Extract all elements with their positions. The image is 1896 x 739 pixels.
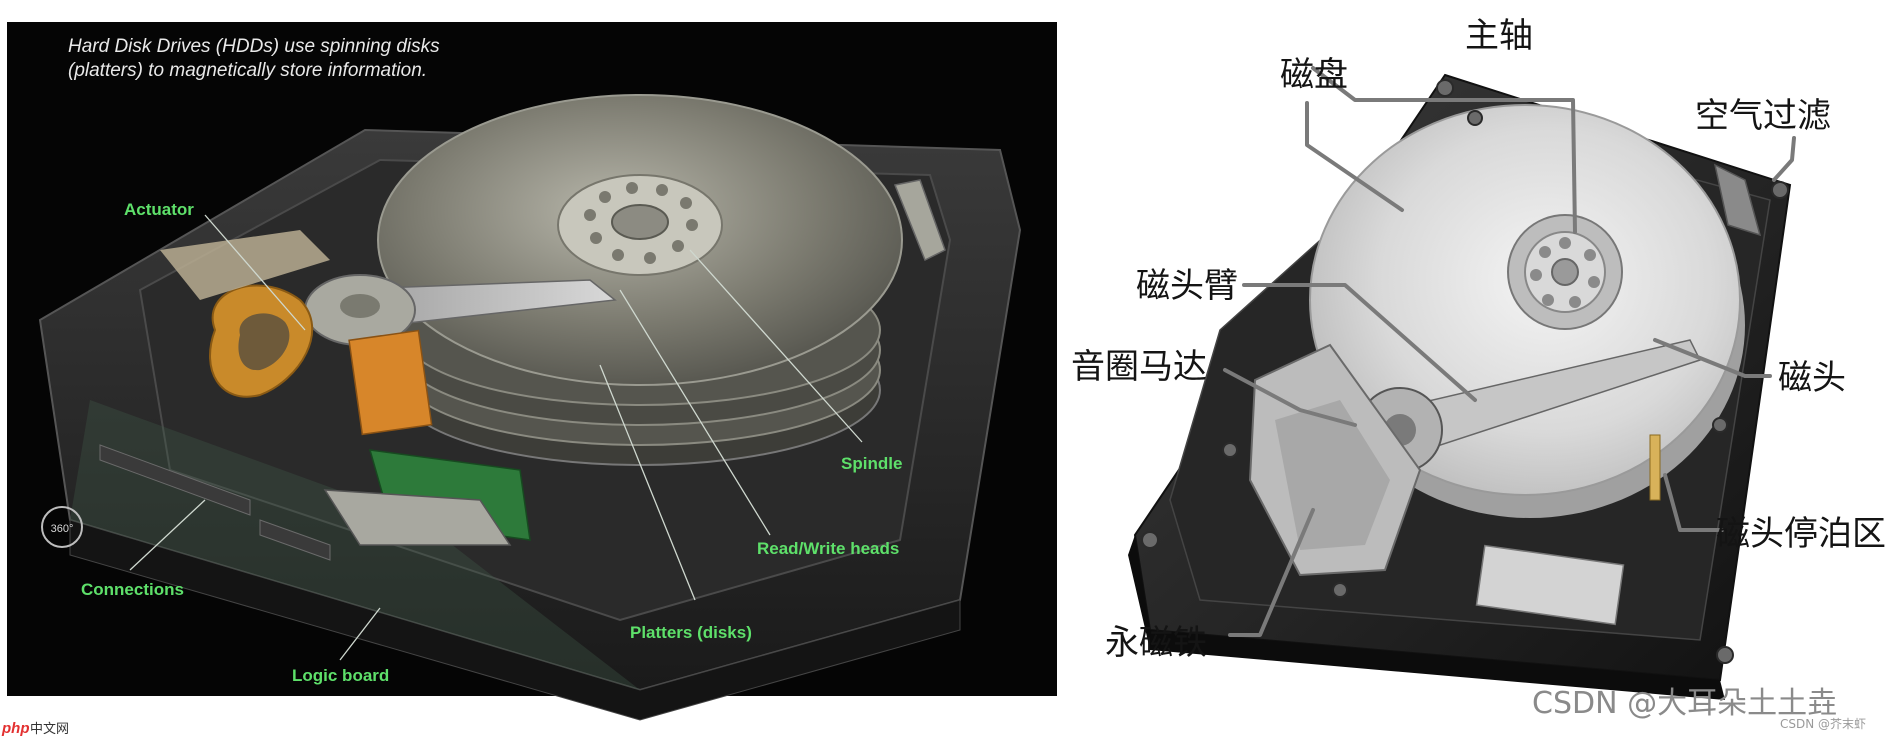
spindle-hub-right <box>1507 214 1623 330</box>
platter-stack <box>377 94 903 466</box>
left-leader-lines <box>129 214 863 661</box>
hdd-illustration-left: 360° <box>38 94 1022 721</box>
air-filter <box>1713 163 1762 237</box>
caption-line-2: (platters) to magnetically store informa… <box>68 60 427 81</box>
flex-cable <box>323 329 531 546</box>
spindle-hub <box>557 174 723 276</box>
label-head-arm-cn: 磁头臂 <box>1136 266 1238 306</box>
label-air-filter-cn: 空气过滤 <box>1695 96 1831 136</box>
drive-case-side <box>69 519 961 721</box>
label-platter-cn: 磁盘 <box>1280 55 1348 95</box>
label-head-cn: 磁头 <box>1778 358 1846 398</box>
parking-ramp <box>893 179 946 262</box>
rotate-360-icon[interactable]: 360° <box>41 506 83 548</box>
actuator-arm <box>304 274 617 346</box>
left-panel: 360° Hard Disk Drives (HDDs) use spinnin… <box>7 22 1057 721</box>
logo-text: 中文网 <box>30 722 69 737</box>
watermark-csdn-small: CSDN @芥末虾 <box>1780 717 1866 731</box>
label-connections: Connections <box>81 580 184 599</box>
parking-ramp-right <box>1649 434 1661 501</box>
connector-pins <box>99 444 331 561</box>
drive-case-edge <box>1128 535 1725 700</box>
watermark-csdn: CSDN @大耳朵土土垚 <box>1532 686 1837 721</box>
label-voice-coil-motor-cn: 音圈马达 <box>1071 347 1207 387</box>
label-spindle-cn: 主轴 <box>1465 16 1533 56</box>
rotate-360-label: 360° <box>51 523 74 535</box>
flex-connector <box>1475 544 1625 626</box>
hdd-illustration-right <box>1128 73 1792 700</box>
caption-line-1: Hard Disk Drives (HDDs) use spinning dis… <box>68 36 440 57</box>
right-leader-lines <box>1223 66 1796 637</box>
label-head-parking-zone-cn: 磁头停泊区 <box>1716 514 1886 554</box>
magnet-plate <box>1275 400 1390 550</box>
label-read-write-heads: Read/Write heads <box>757 539 899 558</box>
voice-coil <box>160 230 330 398</box>
label-spindle: Spindle <box>841 454 902 473</box>
logo-php: php <box>1 720 30 737</box>
case-screws <box>1141 79 1789 664</box>
right-panel: 主轴 磁盘 空气过滤 磁头臂 音圈马达 磁头 磁头停泊区 永磁铁 CSDN @大… <box>1071 16 1886 731</box>
site-logo[interactable]: php 中文网 <box>1 720 69 737</box>
label-actuator: Actuator <box>124 200 194 219</box>
label-logic-board: Logic board <box>292 666 389 685</box>
label-platters: Platters (disks) <box>630 623 752 642</box>
label-permanent-magnet-cn: 永磁铁 <box>1105 623 1207 663</box>
logic-board-glass <box>70 400 640 690</box>
